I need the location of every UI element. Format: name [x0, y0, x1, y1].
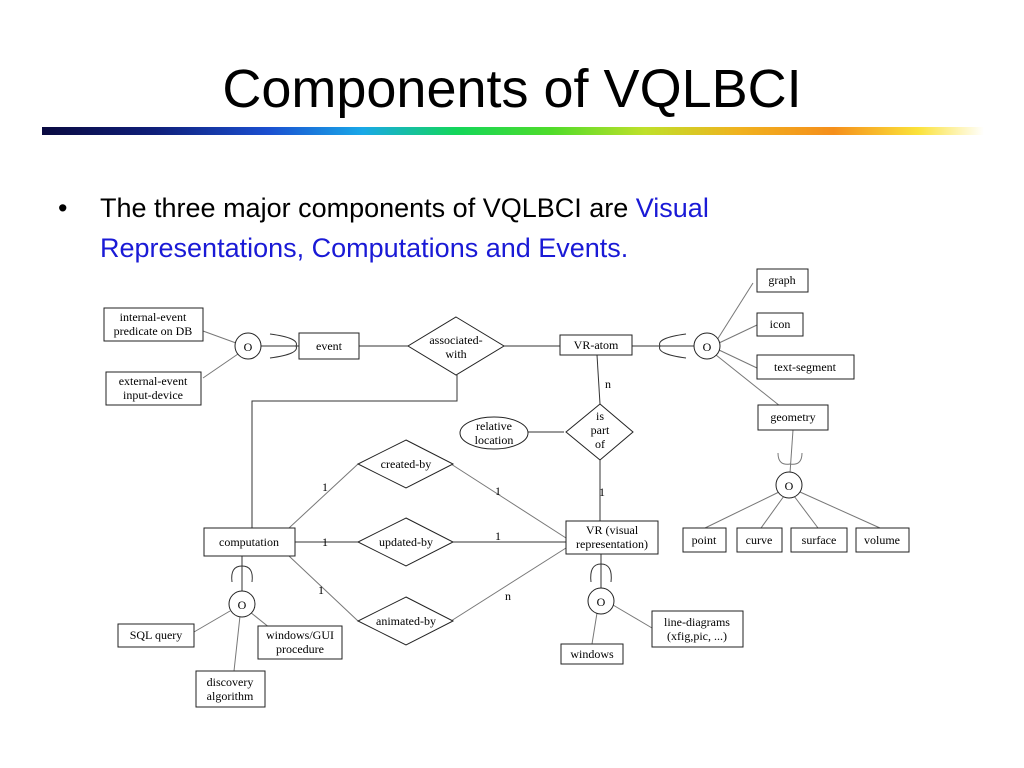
overlap-circle-geometry: O	[775, 471, 803, 499]
diagram-label: discovery	[207, 675, 254, 689]
entity-vr-atom: VR-atom	[559, 334, 633, 356]
diagram-label: algorithm	[207, 689, 254, 703]
diagram-label: line-diagrams	[664, 615, 730, 629]
diagram-label: created-by	[381, 457, 432, 471]
slide-title: Components of VQLBCI	[222, 59, 802, 119]
entity-windows: windows	[560, 643, 624, 665]
overlap-circle-vr: O	[587, 587, 615, 615]
entity-internal-event: internal-event predicate on DB	[103, 307, 204, 342]
entity-icon: icon	[756, 312, 804, 337]
relationship-created-by: created-by	[356, 439, 455, 489]
bullet-highlight-visual: Visual	[635, 193, 709, 223]
entity-curve: curve	[736, 527, 783, 553]
entity-vr: VR (visual representation)	[565, 520, 659, 555]
bullet-text: The three major components of VQLBCI are…	[100, 188, 860, 268]
entity-surface: surface	[790, 527, 848, 553]
diagram-label: input-device	[123, 388, 183, 402]
diagram-label: O	[703, 340, 712, 354]
diagram-label: point	[692, 533, 717, 547]
cardinality-computation-created-by: 1	[322, 480, 328, 494]
diagram-label: icon	[770, 317, 791, 331]
cardinality-computation-updated-by: 1	[322, 535, 328, 549]
diagram-label: windows/GUI	[266, 628, 334, 642]
diagram-label: curve	[746, 533, 773, 547]
diagram-label: relative	[476, 419, 512, 433]
diagram-label: representation)	[576, 537, 648, 551]
cardinality-updated-by-vr: 1	[495, 529, 501, 543]
connector-lines	[193, 282, 881, 672]
bullet-text-plain: The three major components of VQLBCI are	[100, 193, 636, 223]
diagram-label: O	[244, 340, 253, 354]
diagram-label: geometry	[770, 410, 815, 424]
entity-graph: graph	[756, 268, 809, 293]
entity-computation: computation	[203, 527, 296, 557]
title-gradient-rule	[42, 127, 984, 135]
relationship-is-part-of: is part of	[565, 403, 634, 461]
relationship-associated-with: associated- with	[407, 316, 505, 376]
diagram-label: graph	[768, 273, 795, 287]
diagram-label: SQL query	[130, 628, 183, 642]
cardinality-computation-animated-by: 1	[318, 583, 324, 597]
diagram-label: is	[596, 409, 604, 423]
diagram-label: external-event	[119, 374, 188, 388]
entity-external-event: external-event input-device	[105, 371, 202, 406]
diagram-label: VR-atom	[574, 338, 619, 352]
entity-windows-gui: windows/GUI procedure	[257, 625, 343, 660]
cardinality-animated-by-vr: n	[505, 589, 511, 603]
bullet-icon: •	[58, 193, 68, 223]
entity-point: point	[682, 527, 727, 553]
attribute-relative-location: relative location	[459, 416, 529, 450]
diagram-label: O	[785, 479, 794, 493]
overlap-circle-event: O	[234, 332, 262, 360]
diagram-label: procedure	[276, 642, 324, 656]
diagram-label: windows	[570, 647, 614, 661]
diagram-label: updated-by	[379, 535, 433, 549]
diagram-label: computation	[219, 535, 279, 549]
diagram-label: predicate on DB	[114, 324, 193, 338]
cardinality-vr-atom-is-part-of: n	[605, 377, 611, 391]
diagram-label: O	[597, 595, 606, 609]
entity-event: event	[298, 332, 360, 360]
diagram-label: event	[316, 339, 343, 353]
diagram-label: text-segment	[774, 360, 837, 374]
diagram-label: internal-event	[120, 310, 187, 324]
diagram-label: O	[238, 598, 247, 612]
relationship-updated-by: updated-by	[356, 517, 455, 567]
diagram-label: VR (visual	[586, 523, 639, 537]
diagram-label: part	[591, 423, 610, 437]
entity-sql-query: SQL query	[117, 623, 195, 648]
entity-text-segment: text-segment	[756, 354, 855, 380]
diagram-label: animated-by	[376, 614, 436, 628]
diagram-label: location	[475, 433, 514, 447]
diagram-label: of	[595, 437, 605, 451]
entity-discovery-algorithm: discovery algorithm	[195, 670, 266, 708]
relationship-animated-by: animated-by	[356, 596, 455, 646]
diagram-label: with	[445, 347, 466, 361]
entity-line-diagrams: line-diagrams (xfig,pic, ...)	[651, 610, 744, 648]
diagram-label: (xfig,pic, ...)	[667, 629, 727, 643]
diagram-label: volume	[864, 533, 900, 547]
diagram-label: surface	[802, 533, 837, 547]
bullet-highlight-rest: Representations, Computations and Events…	[100, 233, 629, 263]
cardinality-created-by-vr: 1	[495, 484, 501, 498]
cardinality-vr-is-part-of: 1	[599, 485, 605, 499]
diagram-label: associated-	[429, 333, 482, 347]
entity-volume: volume	[855, 527, 910, 553]
overlap-circle-vr-atom: O	[693, 332, 721, 360]
overlap-circle-computation: O	[228, 590, 256, 618]
entity-geometry: geometry	[757, 404, 829, 431]
